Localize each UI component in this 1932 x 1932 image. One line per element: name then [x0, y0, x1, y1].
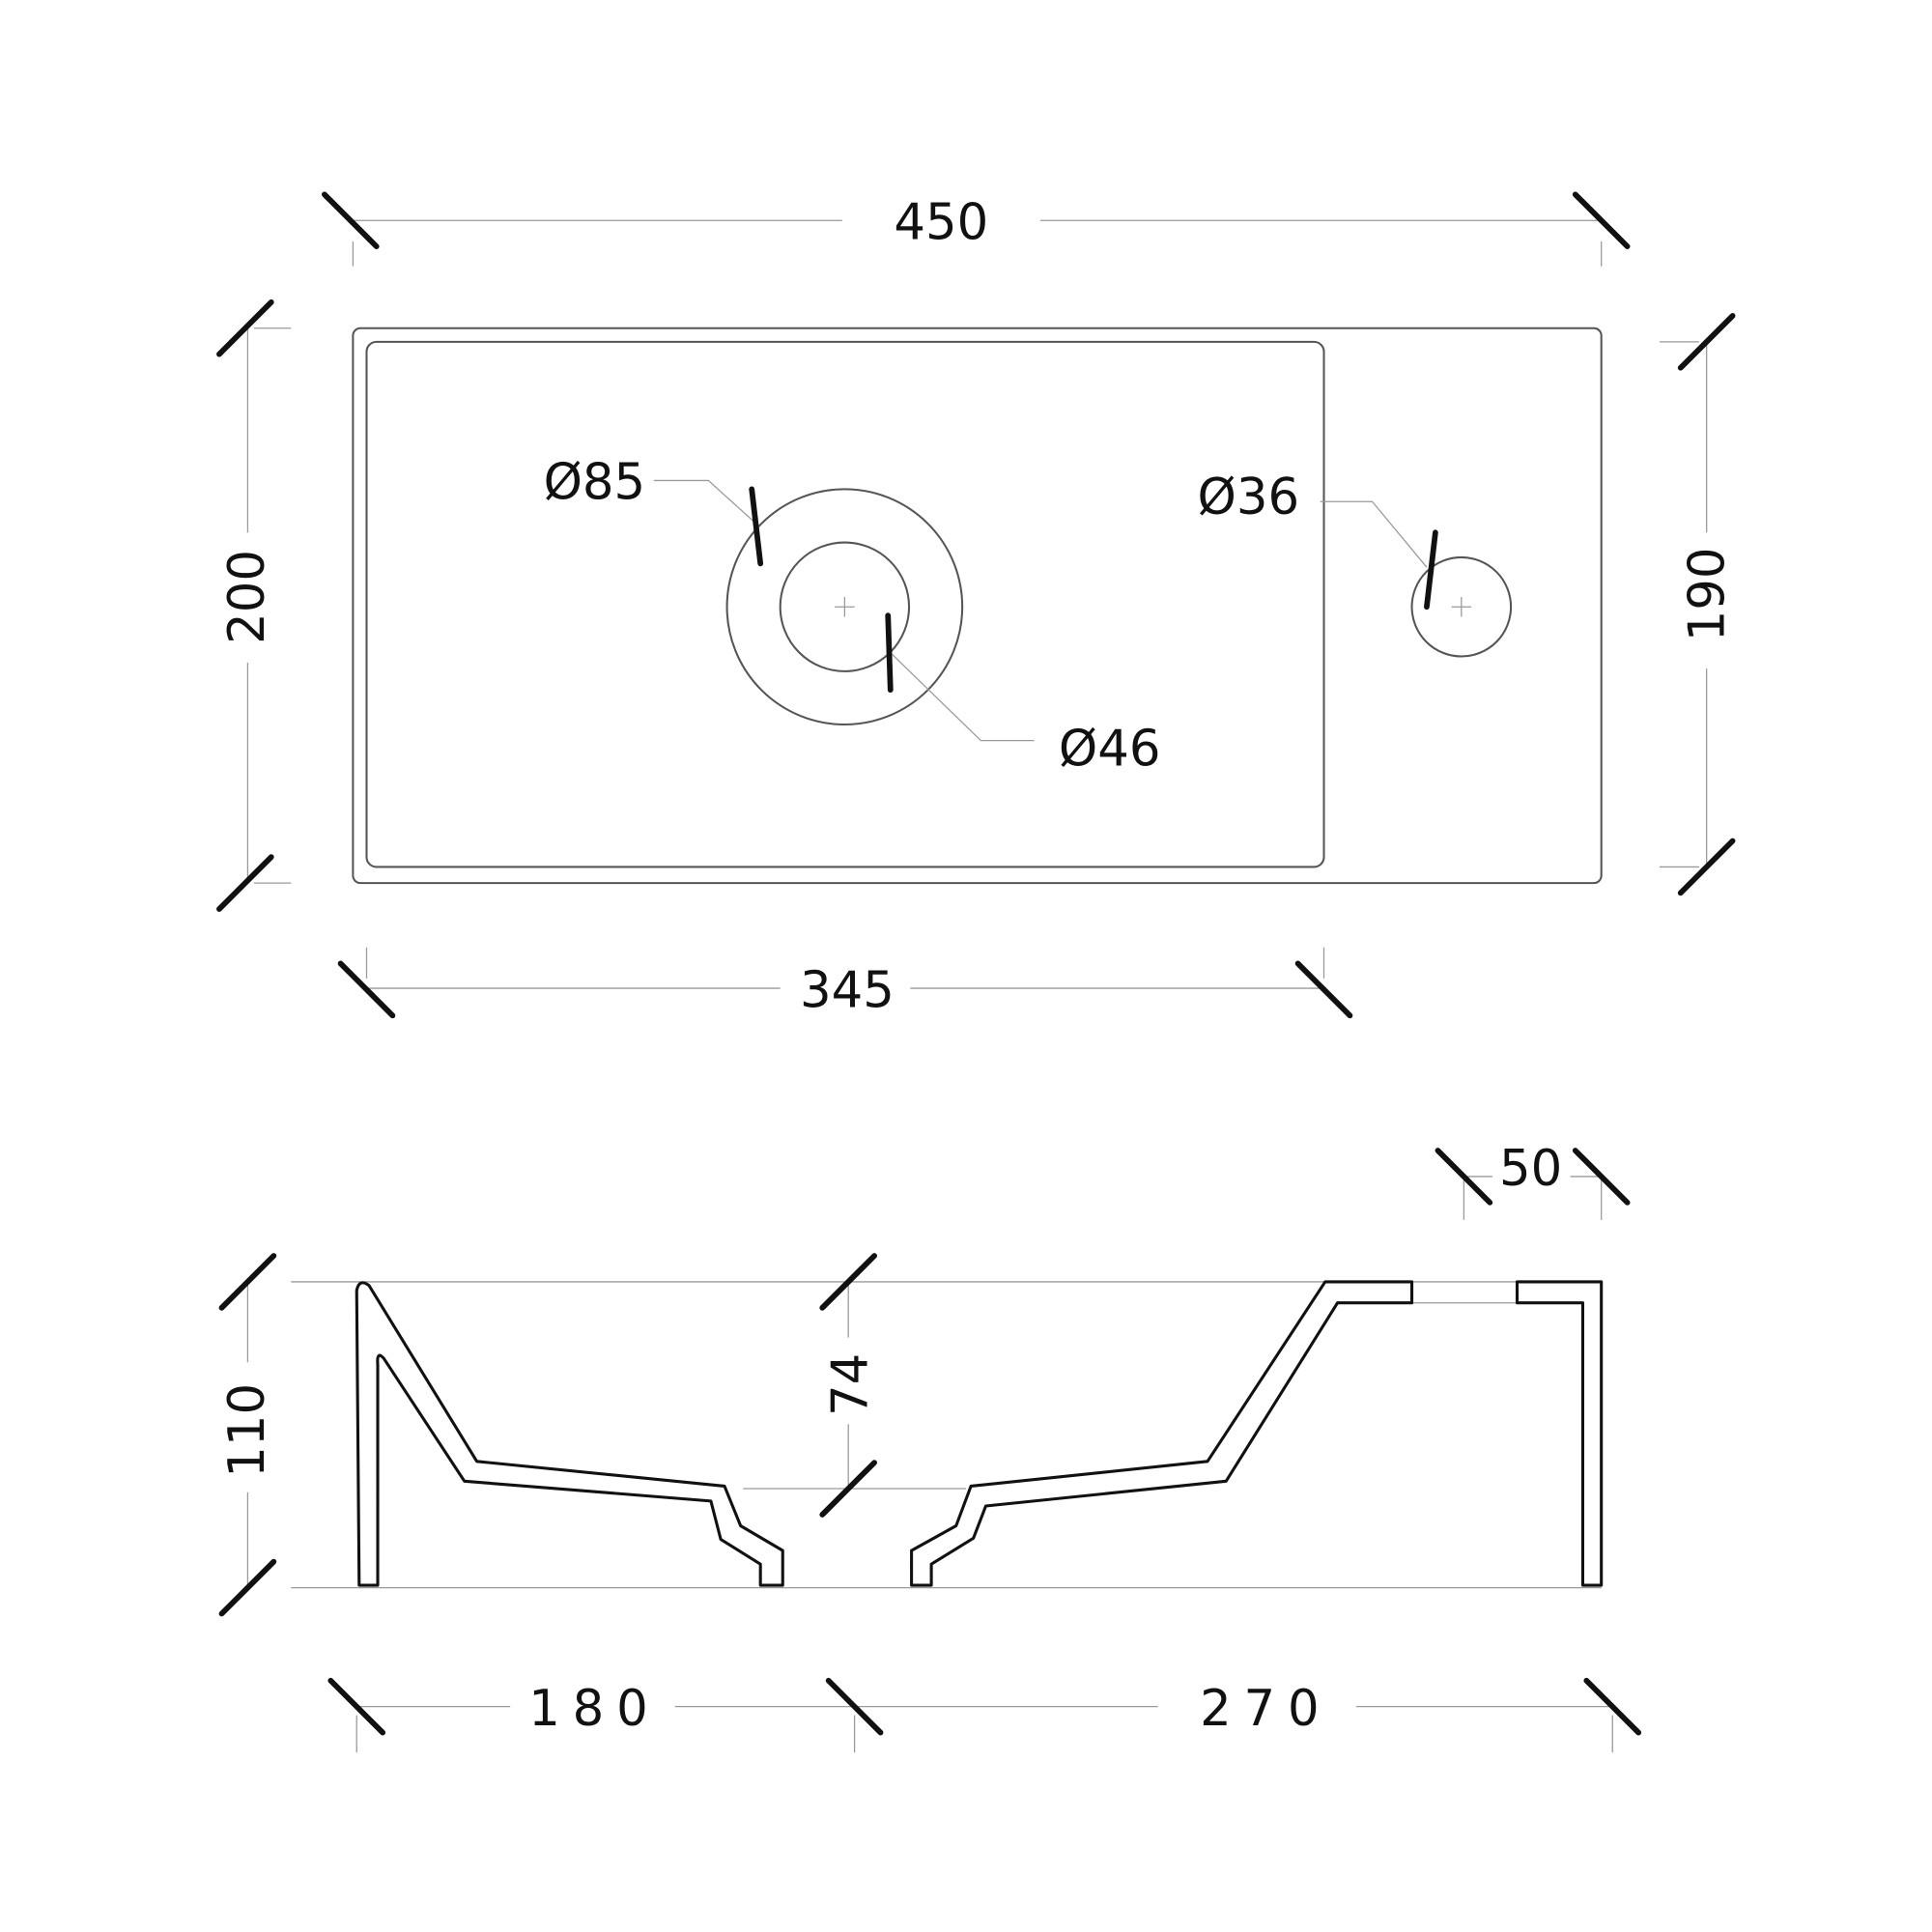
- label-tap-hole: Ø36: [1198, 469, 1300, 526]
- dim-tick: [216, 298, 274, 357]
- top-view: 450 200 190 345 Ø85 Ø46 Ø36: [216, 191, 1737, 1019]
- dim-left-to-drain: 180: [528, 1680, 660, 1738]
- sink-profile-wall: [1515, 1280, 1604, 1587]
- dim-tick: [216, 854, 274, 912]
- dim-basin-length: 345: [800, 961, 895, 1019]
- drain-outer-circle: [725, 488, 964, 726]
- side-view: 50 110 74 180 270: [218, 1140, 1642, 1753]
- dim-drain-to-right: 270: [1200, 1680, 1331, 1738]
- basin-outline: [365, 340, 1325, 868]
- label-drain-inner: Ø46: [1059, 720, 1161, 778]
- sink-outline: [352, 327, 1603, 885]
- dim-tick: [337, 960, 396, 1019]
- sink-profile-right: [910, 1280, 1414, 1587]
- dim-tick: [322, 191, 380, 250]
- dim-basin-depth-side: 74: [821, 1353, 879, 1416]
- dim-tap-ledge: 50: [1499, 1140, 1562, 1198]
- label-drain-outer: Ø85: [544, 454, 646, 512]
- drain-center-mark: [835, 596, 855, 617]
- tap-center-mark: [1451, 596, 1472, 617]
- dim-tick: [1677, 838, 1736, 896]
- dim-overall-length: 450: [894, 193, 988, 251]
- drain-inner-circle: [779, 541, 911, 672]
- dim-basin-depth: 190: [1679, 547, 1737, 641]
- dim-tick: [1294, 960, 1353, 1019]
- dim-tick: [1572, 191, 1631, 250]
- dim-tick: [1677, 313, 1736, 371]
- tap-hole-circle: [1410, 555, 1513, 658]
- sink-profile-left: [355, 1281, 784, 1587]
- dim-height: 110: [218, 1383, 276, 1478]
- dim-overall-depth: 200: [218, 550, 276, 644]
